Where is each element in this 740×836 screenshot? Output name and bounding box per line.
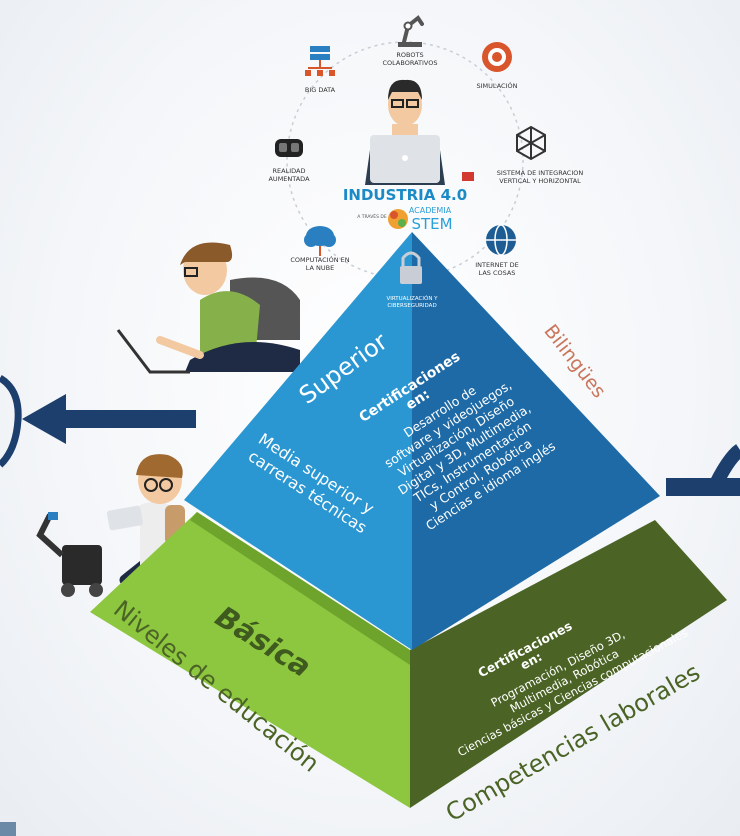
- left-arrow-icon: [22, 394, 196, 444]
- businessman-illustration: [365, 79, 474, 185]
- cloud-icon: [304, 226, 336, 256]
- network-icon: [516, 125, 546, 161]
- ring-label-simulacion: SIMULACIÓN: [477, 81, 518, 90]
- basica-shadow: [190, 512, 410, 665]
- corner-thumbnail: [0, 822, 16, 836]
- robot-illustration: [36, 512, 103, 597]
- right-arrow-icon: [666, 444, 740, 496]
- superior-face: [184, 232, 412, 650]
- basica-face: [90, 512, 410, 808]
- ring-label-bigdata: BIG DATA: [305, 86, 336, 94]
- academia-label: ACADEMIA: [409, 206, 452, 215]
- vr-headset-icon: [275, 139, 303, 157]
- stem-logo-icon: [388, 209, 408, 229]
- brand-by: A TRAVÉS DE: [357, 212, 387, 220]
- globe-icon: [486, 224, 516, 256]
- left-edge-circle: [0, 374, 22, 468]
- robot-arm-icon: [398, 15, 424, 47]
- certificaciones-face: [412, 232, 660, 650]
- gear-icon: [482, 42, 512, 72]
- database-icon: [305, 46, 335, 76]
- competencias-face: [410, 520, 727, 808]
- industria-title: INDUSTRIA 4.0: [343, 186, 467, 204]
- stem-label: STEM: [411, 215, 452, 233]
- student-laptop-illustration: [116, 242, 300, 374]
- lock-icon: [400, 251, 422, 284]
